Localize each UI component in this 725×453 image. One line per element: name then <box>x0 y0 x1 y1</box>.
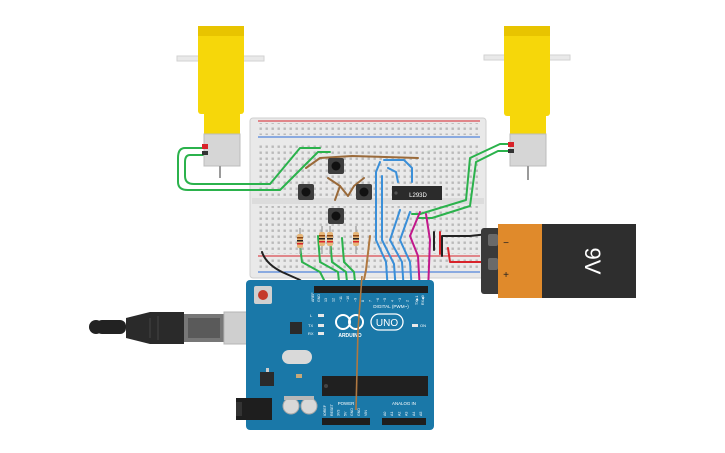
pin-label: 2 <box>405 300 409 302</box>
push-buttons <box>298 158 372 224</box>
pin-label: 3V3 <box>337 410 341 416</box>
uno-label: UNO <box>376 318 398 329</box>
pin-label: A0 <box>383 412 387 416</box>
rx-led-label: RX <box>308 331 314 336</box>
tx-pin-label: TX▶1 <box>415 296 419 305</box>
aref-label: AREF <box>311 292 315 302</box>
l-led-label: L <box>310 313 313 318</box>
resistor <box>297 228 303 254</box>
pin-label: ~5 <box>383 298 387 302</box>
left-motor <box>176 26 265 178</box>
tx-led-label: TX <box>308 323 313 328</box>
pin-label: RESET <box>330 403 334 416</box>
push-button[interactable] <box>356 184 372 200</box>
resistor <box>353 226 359 254</box>
pin-label: ~6 <box>376 298 380 302</box>
pin-label: 5V <box>343 411 347 416</box>
usb-cable <box>89 311 255 345</box>
pin-label: ~11 <box>339 296 343 302</box>
l293d-chip: L293D <box>392 186 442 200</box>
pin-label: ~9 <box>354 298 358 302</box>
pin-label: IOREF <box>323 404 327 416</box>
brown-wire-overlay <box>355 275 363 411</box>
pin-label: A4 <box>412 412 416 416</box>
power-label: POWER <box>338 401 355 406</box>
push-button[interactable] <box>328 158 344 174</box>
ic-label: L293D <box>409 193 427 199</box>
resistors <box>297 226 359 254</box>
on-label: ON <box>420 323 426 328</box>
gnd-pin-label: GND <box>317 294 321 302</box>
pin-label: A3 <box>405 412 409 416</box>
pin-label: GND <box>357 408 361 416</box>
pin-label: 7 <box>368 300 372 302</box>
push-button[interactable] <box>298 184 314 200</box>
pin-label: GND <box>350 408 354 416</box>
analog-label: ANALOG IN <box>392 401 416 406</box>
arduino-brand: ARDUINO <box>338 333 361 339</box>
pin-label: VIN <box>364 410 368 416</box>
arduino-logo: ARDUINO <box>335 314 364 339</box>
resistor <box>319 226 325 254</box>
right-motor <box>483 26 571 180</box>
digital-label: DIGITAL (PWM~) <box>373 304 409 309</box>
pin-label: A2 <box>397 412 401 416</box>
pin-label: ~3 <box>398 298 402 302</box>
battery-plus: + <box>503 270 509 281</box>
pin-label: 13 <box>324 298 328 302</box>
battery-label: 9V <box>580 248 605 275</box>
resistor <box>327 226 333 254</box>
rx-pin-label: RX◀0 <box>421 295 425 305</box>
battery-minus: − <box>503 238 509 249</box>
pin-label: 12 <box>331 298 335 302</box>
pin-label: 4 <box>391 300 395 302</box>
pin-label: A1 <box>390 412 394 416</box>
pin-label: 8 <box>361 300 365 302</box>
battery-9v: − + 9V <box>481 224 636 298</box>
pin-label: A5 <box>419 412 423 416</box>
pin-label: ~10 <box>346 296 350 302</box>
push-button[interactable] <box>328 208 344 224</box>
